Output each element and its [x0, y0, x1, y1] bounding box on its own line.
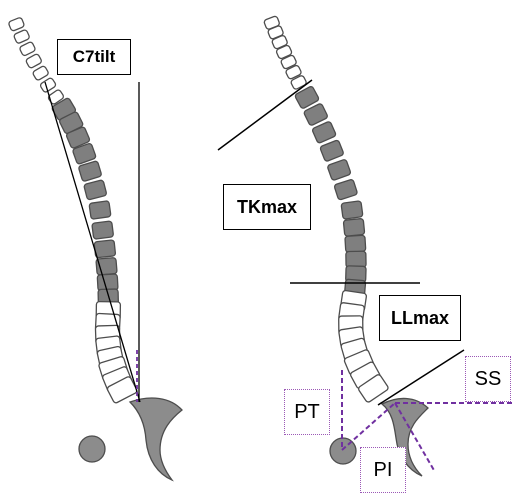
vertebra [341, 201, 363, 220]
vertebra [312, 121, 337, 144]
femoral-head-left [79, 436, 105, 462]
vertebra [84, 180, 107, 200]
pt-label: PT [284, 389, 330, 435]
c7tilt-lines [45, 82, 140, 402]
sacrum-left [130, 398, 182, 480]
vertebra [89, 201, 111, 220]
ss-label: SS [465, 356, 511, 402]
vertebra [32, 65, 49, 81]
sacral-plateau-line [378, 350, 464, 405]
vertebra [345, 235, 366, 252]
vertebra [94, 240, 116, 258]
vertebra [92, 221, 114, 239]
tk-upper-line [218, 80, 312, 150]
vertebra [334, 179, 358, 200]
pi-label: PI [360, 447, 406, 493]
pt-hip-line [342, 403, 395, 450]
tkmax-label: TKmax [223, 184, 311, 230]
vertebra [327, 159, 351, 181]
c7tilt-label: C7tilt [57, 39, 131, 75]
vertebra [97, 274, 118, 291]
vertebra [343, 218, 364, 236]
vertebra [320, 140, 345, 162]
vertebra [8, 17, 25, 32]
llmax-label: LLmax [379, 295, 461, 341]
vertebra [25, 53, 42, 68]
cobb-and-pelvic-lines [218, 80, 515, 472]
vertebra [19, 41, 36, 56]
c7-to-sacrum-line [45, 82, 140, 402]
vertebra [346, 251, 366, 267]
vertebra [13, 29, 30, 44]
